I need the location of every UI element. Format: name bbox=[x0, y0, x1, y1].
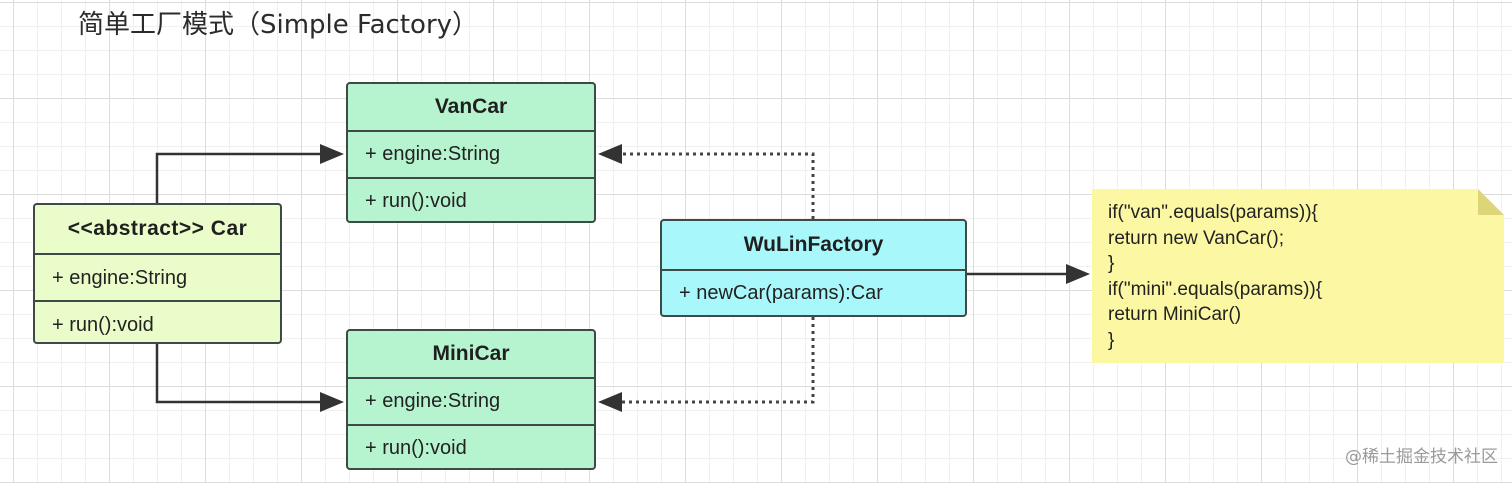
dotted-factory-to-vancar bbox=[620, 152, 815, 219]
diagram-title: 简单工厂模式（Simple Factory） bbox=[78, 10, 479, 40]
arrowhead-car-to-minicar bbox=[320, 392, 344, 412]
class-vancar-method: + run():void bbox=[365, 190, 467, 212]
class-wulinfactory-method: + newCar(params):Car bbox=[679, 282, 883, 304]
class-vancar[interactable]: VanCar + engine:String + run():void bbox=[346, 82, 596, 223]
class-car-method: + run():void bbox=[52, 314, 154, 336]
dotted-factory-to-minicar bbox=[620, 317, 815, 404]
watermark: @稀土掘金技术社区 bbox=[1345, 447, 1498, 467]
class-wulinfactory-name: WuLinFactory bbox=[662, 221, 965, 271]
class-wulinfactory[interactable]: WuLinFactory + newCar(params):Car bbox=[660, 219, 967, 317]
arrowhead-car-to-vancar bbox=[320, 144, 344, 164]
dotted-arrowhead-minicar bbox=[598, 392, 622, 412]
class-minicar-method: + run():void bbox=[365, 437, 467, 459]
class-minicar-attribute: + engine:String bbox=[348, 379, 594, 426]
note-line: if("mini".equals(params)){ bbox=[1108, 278, 1323, 300]
note-line: return MiniCar() bbox=[1108, 304, 1242, 325]
class-car-attribute: + engine:String bbox=[35, 255, 280, 302]
class-minicar[interactable]: MiniCar + engine:String + run():void bbox=[346, 329, 596, 470]
arrow-car-to-vancar bbox=[155, 152, 340, 203]
note-line: } bbox=[1108, 253, 1115, 274]
class-car-name: <<abstract>> Car bbox=[35, 205, 280, 255]
class-car[interactable]: <<abstract>> Car + engine:String + run()… bbox=[33, 203, 282, 344]
code-note[interactable]: if("van".equals(params)){ return new Van… bbox=[1092, 189, 1504, 363]
class-minicar-name: MiniCar bbox=[348, 331, 594, 379]
note-line: } bbox=[1108, 329, 1115, 351]
note-line: return new VanCar(); bbox=[1108, 227, 1284, 249]
note-line: if("van".equals(params)){ bbox=[1108, 202, 1318, 223]
class-vancar-name: VanCar bbox=[348, 84, 594, 132]
arrowhead-factory-to-note bbox=[1066, 264, 1090, 284]
arrow-car-to-minicar bbox=[155, 344, 340, 404]
dotted-arrowhead-vancar bbox=[598, 144, 622, 164]
class-vancar-attribute: + engine:String bbox=[348, 132, 594, 179]
